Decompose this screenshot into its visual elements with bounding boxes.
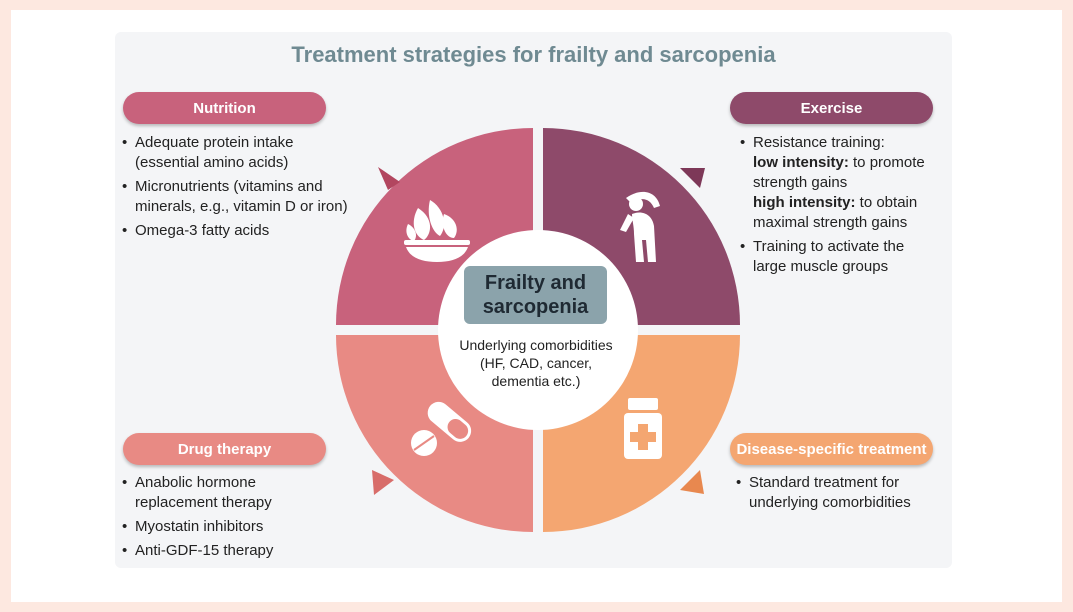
list-item-text: Micronutrients (vitamins and [135,178,323,195]
list-item-text: Training to activate the [753,238,905,255]
medicine-bottle-icon [624,398,662,459]
center-sub-line2: (HF, CAD, cancer, [479,355,593,371]
center-subtitle: Underlying comorbidities (HF, CAD, cance… [448,336,624,390]
list-item: Anti-GDF-15 therapy [122,541,352,561]
center-disk [438,230,638,430]
list-item-text: to promote [848,154,925,171]
list-item-text: Adequate protein intake [135,134,294,151]
list-item-text: replacement therapy [135,494,272,511]
arrowhead-top-right [680,168,705,188]
drug-therapy-label: Drug therapy [123,433,326,465]
list-item-text: Anabolic hormone [135,474,256,491]
list-item: Resistance training: low intensity: to p… [740,133,955,233]
disease-specific-list: Standard treatment for underlying comorb… [736,473,946,517]
drug-therapy-list: Anabolic hormone replacement therapy Myo… [122,473,352,565]
list-item-text: Omega-3 fatty acids [135,222,270,239]
list-item: Anabolic hormone replacement therapy [122,473,352,513]
list-item-text: underlying comorbidities [749,494,911,511]
list-item-text: Anti-GDF-15 therapy [135,542,274,559]
center-sub-line1: Underlying comorbidities [459,337,613,353]
center-sub-line3: dementia etc.) [491,373,581,389]
arrowhead-bottom-left [372,470,394,495]
list-item-text: (essential amino acids) [135,154,289,171]
list-item-text: minerals, e.g., vitamin D or iron) [135,198,348,215]
arrowhead-bottom-right [680,470,704,494]
salad-bowl-icon [404,200,470,262]
list-item-text: Myostatin inhibitors [135,518,264,535]
list-item-text: low intensity: to promote [753,153,955,173]
center-title-line1: Frailty and [484,272,587,294]
list-item-text: maximal strength gains [753,214,908,231]
center-title-box: Frailty and sarcopenia [464,266,607,324]
list-item-text: Standard treatment for [749,474,900,491]
diagram-title: Treatment strategies for frailty and sar… [291,42,776,67]
list-item-text: to obtain [855,194,918,211]
disease-specific-label: Disease-specific treatment [730,433,933,465]
list-item: Standard treatment for underlying comorb… [736,473,946,513]
pill-capsule-icon [411,401,472,456]
list-item: Training to activate the large muscle gr… [740,237,955,277]
nutrition-label: Nutrition [123,92,326,124]
list-item: Myostatin inhibitors [122,517,352,537]
emphasis-text: high intensity: [753,194,856,211]
exercise-label: Exercise [730,92,933,124]
emphasis-text: low intensity: [753,154,849,171]
list-item-text: high intensity: to obtain [753,193,955,213]
exercise-list: Resistance training: low intensity: to p… [740,133,955,281]
list-item: Adequate protein intake (essential amino… [122,133,362,173]
arrowhead-top-left [378,167,400,190]
list-item: Omega-3 fatty acids [122,221,362,241]
list-item-text: large muscle groups [753,258,889,275]
nutrition-list: Adequate protein intake (essential amino… [122,133,362,245]
list-item-text: Resistance training: [753,134,885,151]
list-item-text: strength gains [753,174,848,191]
list-item: Micronutrients (vitamins and minerals, e… [122,177,362,217]
stretching-person-icon [620,191,660,262]
center-title-line2: sarcopenia [482,296,589,318]
